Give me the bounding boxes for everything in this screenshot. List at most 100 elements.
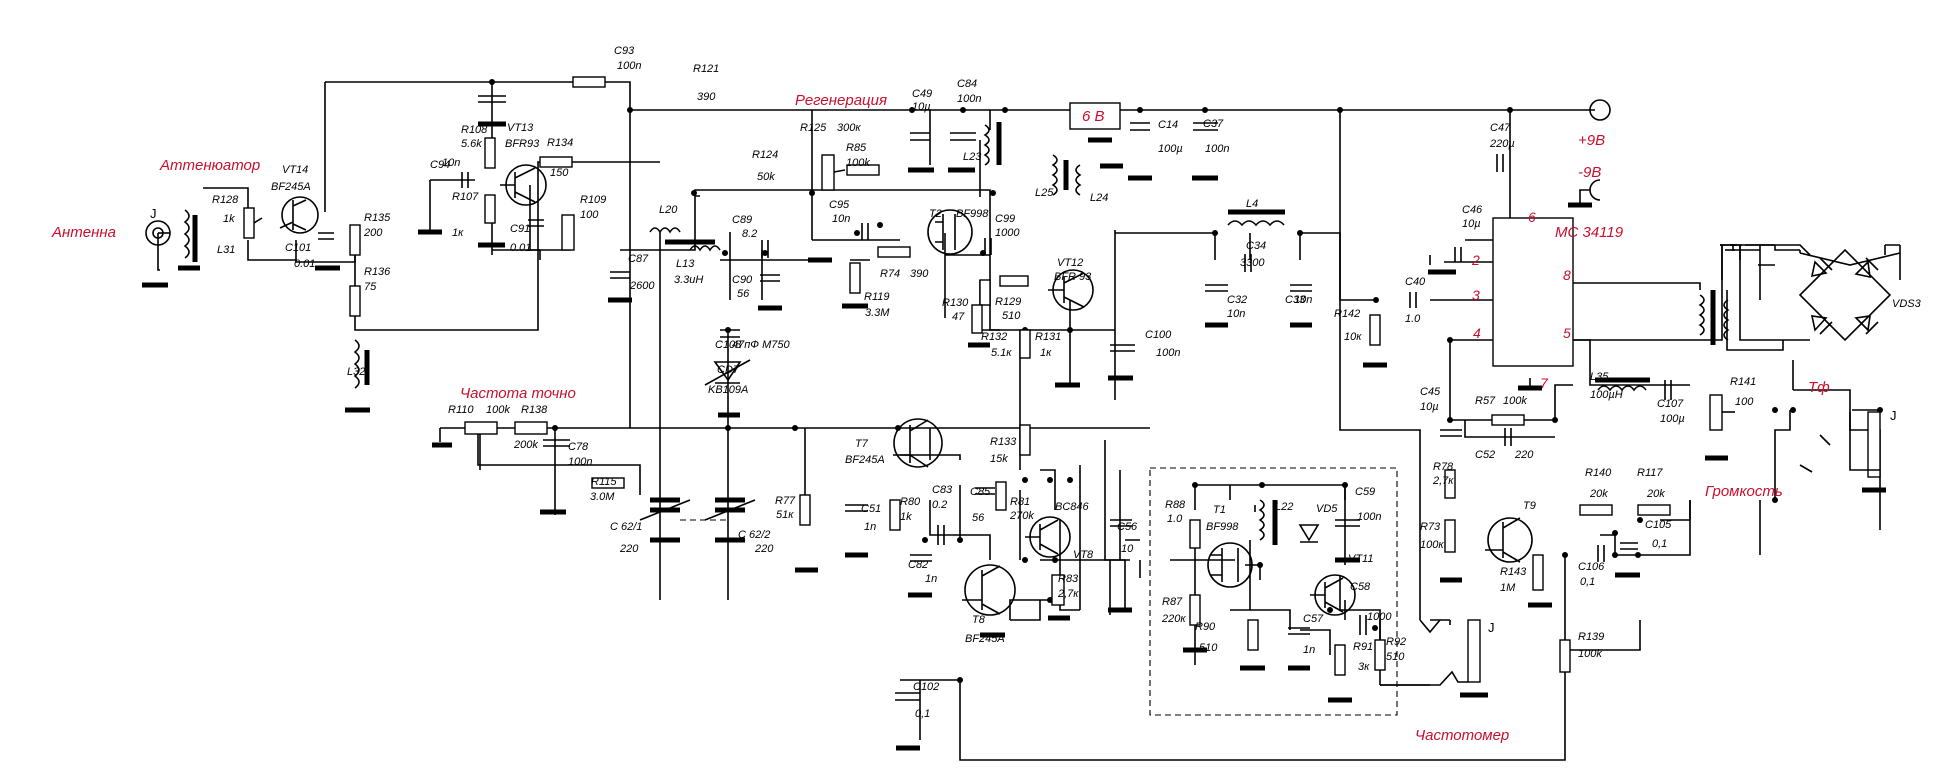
part-ref-r121: R121 <box>693 63 719 75</box>
part-value-c58: 1000 <box>1367 611 1392 623</box>
part-ref-t2: T2 <box>929 208 942 220</box>
label-attenuator: Аттенюатор <box>159 157 260 174</box>
part-value-c85: 56 <box>972 512 985 524</box>
part-value-c47: 220µ <box>1489 138 1515 150</box>
part-value-c94: 10n <box>442 157 460 169</box>
part-value-c106: 0,1 <box>1580 576 1595 588</box>
part-ref-r135: R135 <box>364 212 391 224</box>
part-ref-c14: C14 <box>1158 119 1178 131</box>
part-value-c107: 100µ <box>1660 413 1685 425</box>
part-ref-c52: C52 <box>1475 449 1495 461</box>
part-value-r77: 51к <box>776 509 794 521</box>
part-ref-l13: L13 <box>676 258 695 270</box>
part-value-r125: 300к <box>837 122 861 134</box>
part-ref-r81: R81 <box>1010 496 1030 508</box>
part-ref-vt8: VT8 <box>1073 549 1094 561</box>
part-value-r142: 10к <box>1344 331 1362 343</box>
part-ref-r90: R90 <box>1195 621 1216 633</box>
part-ref-c105: C105 <box>1645 519 1672 531</box>
part-value-c49: 10µ <box>912 101 931 113</box>
part-value-r73: 100к <box>1420 539 1444 551</box>
part-value-c-62-1: 220 <box>619 543 639 555</box>
part-ref-c78: C78 <box>568 441 589 453</box>
label-plus9: +9В <box>1578 132 1605 149</box>
part-ref-r128: R128 <box>212 194 239 206</box>
part-ref-c37: C37 <box>1203 118 1224 130</box>
part-value-l35: 100µH <box>1590 389 1623 401</box>
part-ref-r115: R115 <box>591 476 617 488</box>
label-fine-freq: Частота точно <box>460 385 576 402</box>
part-ref-c101: C101 <box>285 242 311 254</box>
bridge-diodes <box>1798 248 1892 342</box>
part-ref-c93: C93 <box>614 45 635 57</box>
part-value-c87: 2600 <box>629 280 655 292</box>
part-ref-l22: L22 <box>1275 501 1293 513</box>
part-value-c32: 10n <box>1227 308 1245 320</box>
part-value-c78: 100n <box>568 456 592 468</box>
junction-dots <box>475 79 1883 683</box>
components <box>142 76 1901 751</box>
part-value-c-62-2: 220 <box>754 543 774 555</box>
part-value-t7: BF245A <box>845 454 885 466</box>
part-ref-bc846: BC846 <box>1055 501 1090 513</box>
part-ref-c-62-2: C 62/2 <box>738 529 770 541</box>
part-ref-r133: R133 <box>990 436 1017 448</box>
part-value-c34: 3300 <box>1240 257 1265 269</box>
part-value-c99: 1000 <box>995 227 1020 239</box>
part-ref-r119: R119 <box>864 291 889 303</box>
part-value-r57: 100k <box>1503 395 1527 407</box>
part-ref-vds3: VDS3 <box>1892 298 1922 310</box>
part-ref-c32: C32 <box>1227 294 1247 306</box>
part-value-r91: 3к <box>1358 661 1370 673</box>
part-ref-r88: R88 <box>1165 499 1186 511</box>
part-ref-r129: R129 <box>995 296 1021 308</box>
part-ref-r77: R77 <box>775 495 796 507</box>
part-value-vt14: BF245A <box>271 181 311 193</box>
part-ref-r136: R136 <box>364 266 391 278</box>
part-ref-r91: R91 <box>1353 641 1373 653</box>
ic-pin-6: 6 <box>1528 209 1536 225</box>
part-ref-r73: R73 <box>1420 521 1441 533</box>
part-value-c57: 1n <box>1303 644 1315 656</box>
part-value-r138: 200k <box>513 439 538 451</box>
part-value-t1: BF998 <box>1206 521 1239 533</box>
part-ref-l20: L20 <box>659 204 678 216</box>
part-ref-r78: R78 <box>1433 461 1454 473</box>
part-ref-r83: R83 <box>1058 573 1079 585</box>
ic-pin-5: 5 <box>1563 325 1571 341</box>
part-ref-c108: C108 <box>715 339 742 351</box>
part-value-r74: 390 <box>910 268 929 280</box>
part-ref-r74: R74 <box>880 268 900 280</box>
part-value-t8: BF245A <box>965 633 1005 645</box>
part-value-c52: 220 <box>1514 449 1534 461</box>
part-ref-r130: R130 <box>942 297 969 309</box>
part-ref-r131: R131 <box>1035 331 1061 343</box>
part-ref-r139: R139 <box>1578 631 1604 643</box>
part-ref-c95: C95 <box>829 199 850 211</box>
part-ref-c34: C34 <box>1246 240 1266 252</box>
part-ref-c89: C89 <box>732 214 752 226</box>
part-ref-r85: R85 <box>846 142 867 154</box>
part-value-l13: 3.3uH <box>674 274 703 286</box>
part-ref-r132: R132 <box>981 331 1007 343</box>
part-value-vt12: BFR 93 <box>1054 271 1092 283</box>
part-value-c95: 10n <box>832 213 850 225</box>
part-value-r129: 510 <box>1002 310 1021 322</box>
part-ref-c99: C99 <box>995 213 1015 225</box>
part-ref-c58: C58 <box>1350 581 1371 593</box>
part-value-c84: 100n <box>957 93 981 105</box>
connector-j-freq: J <box>1488 620 1495 635</box>
wires <box>157 81 1901 761</box>
label-freq-meter: Частотомер <box>1415 727 1509 744</box>
part-ref-t1: T1 <box>1213 504 1226 516</box>
part-value-r87: 220к <box>1161 613 1186 625</box>
part-ref-c57: C57 <box>1303 613 1324 625</box>
part-ref-t9: T9 <box>1523 500 1536 512</box>
part-value-r83: 2,7к <box>1057 588 1079 600</box>
ic-pin-4: 4 <box>1473 325 1481 341</box>
part-ref-c59: C59 <box>1355 486 1375 498</box>
part-ref-c82: C82 <box>908 559 928 571</box>
part-value-r130: 47 <box>952 311 965 323</box>
